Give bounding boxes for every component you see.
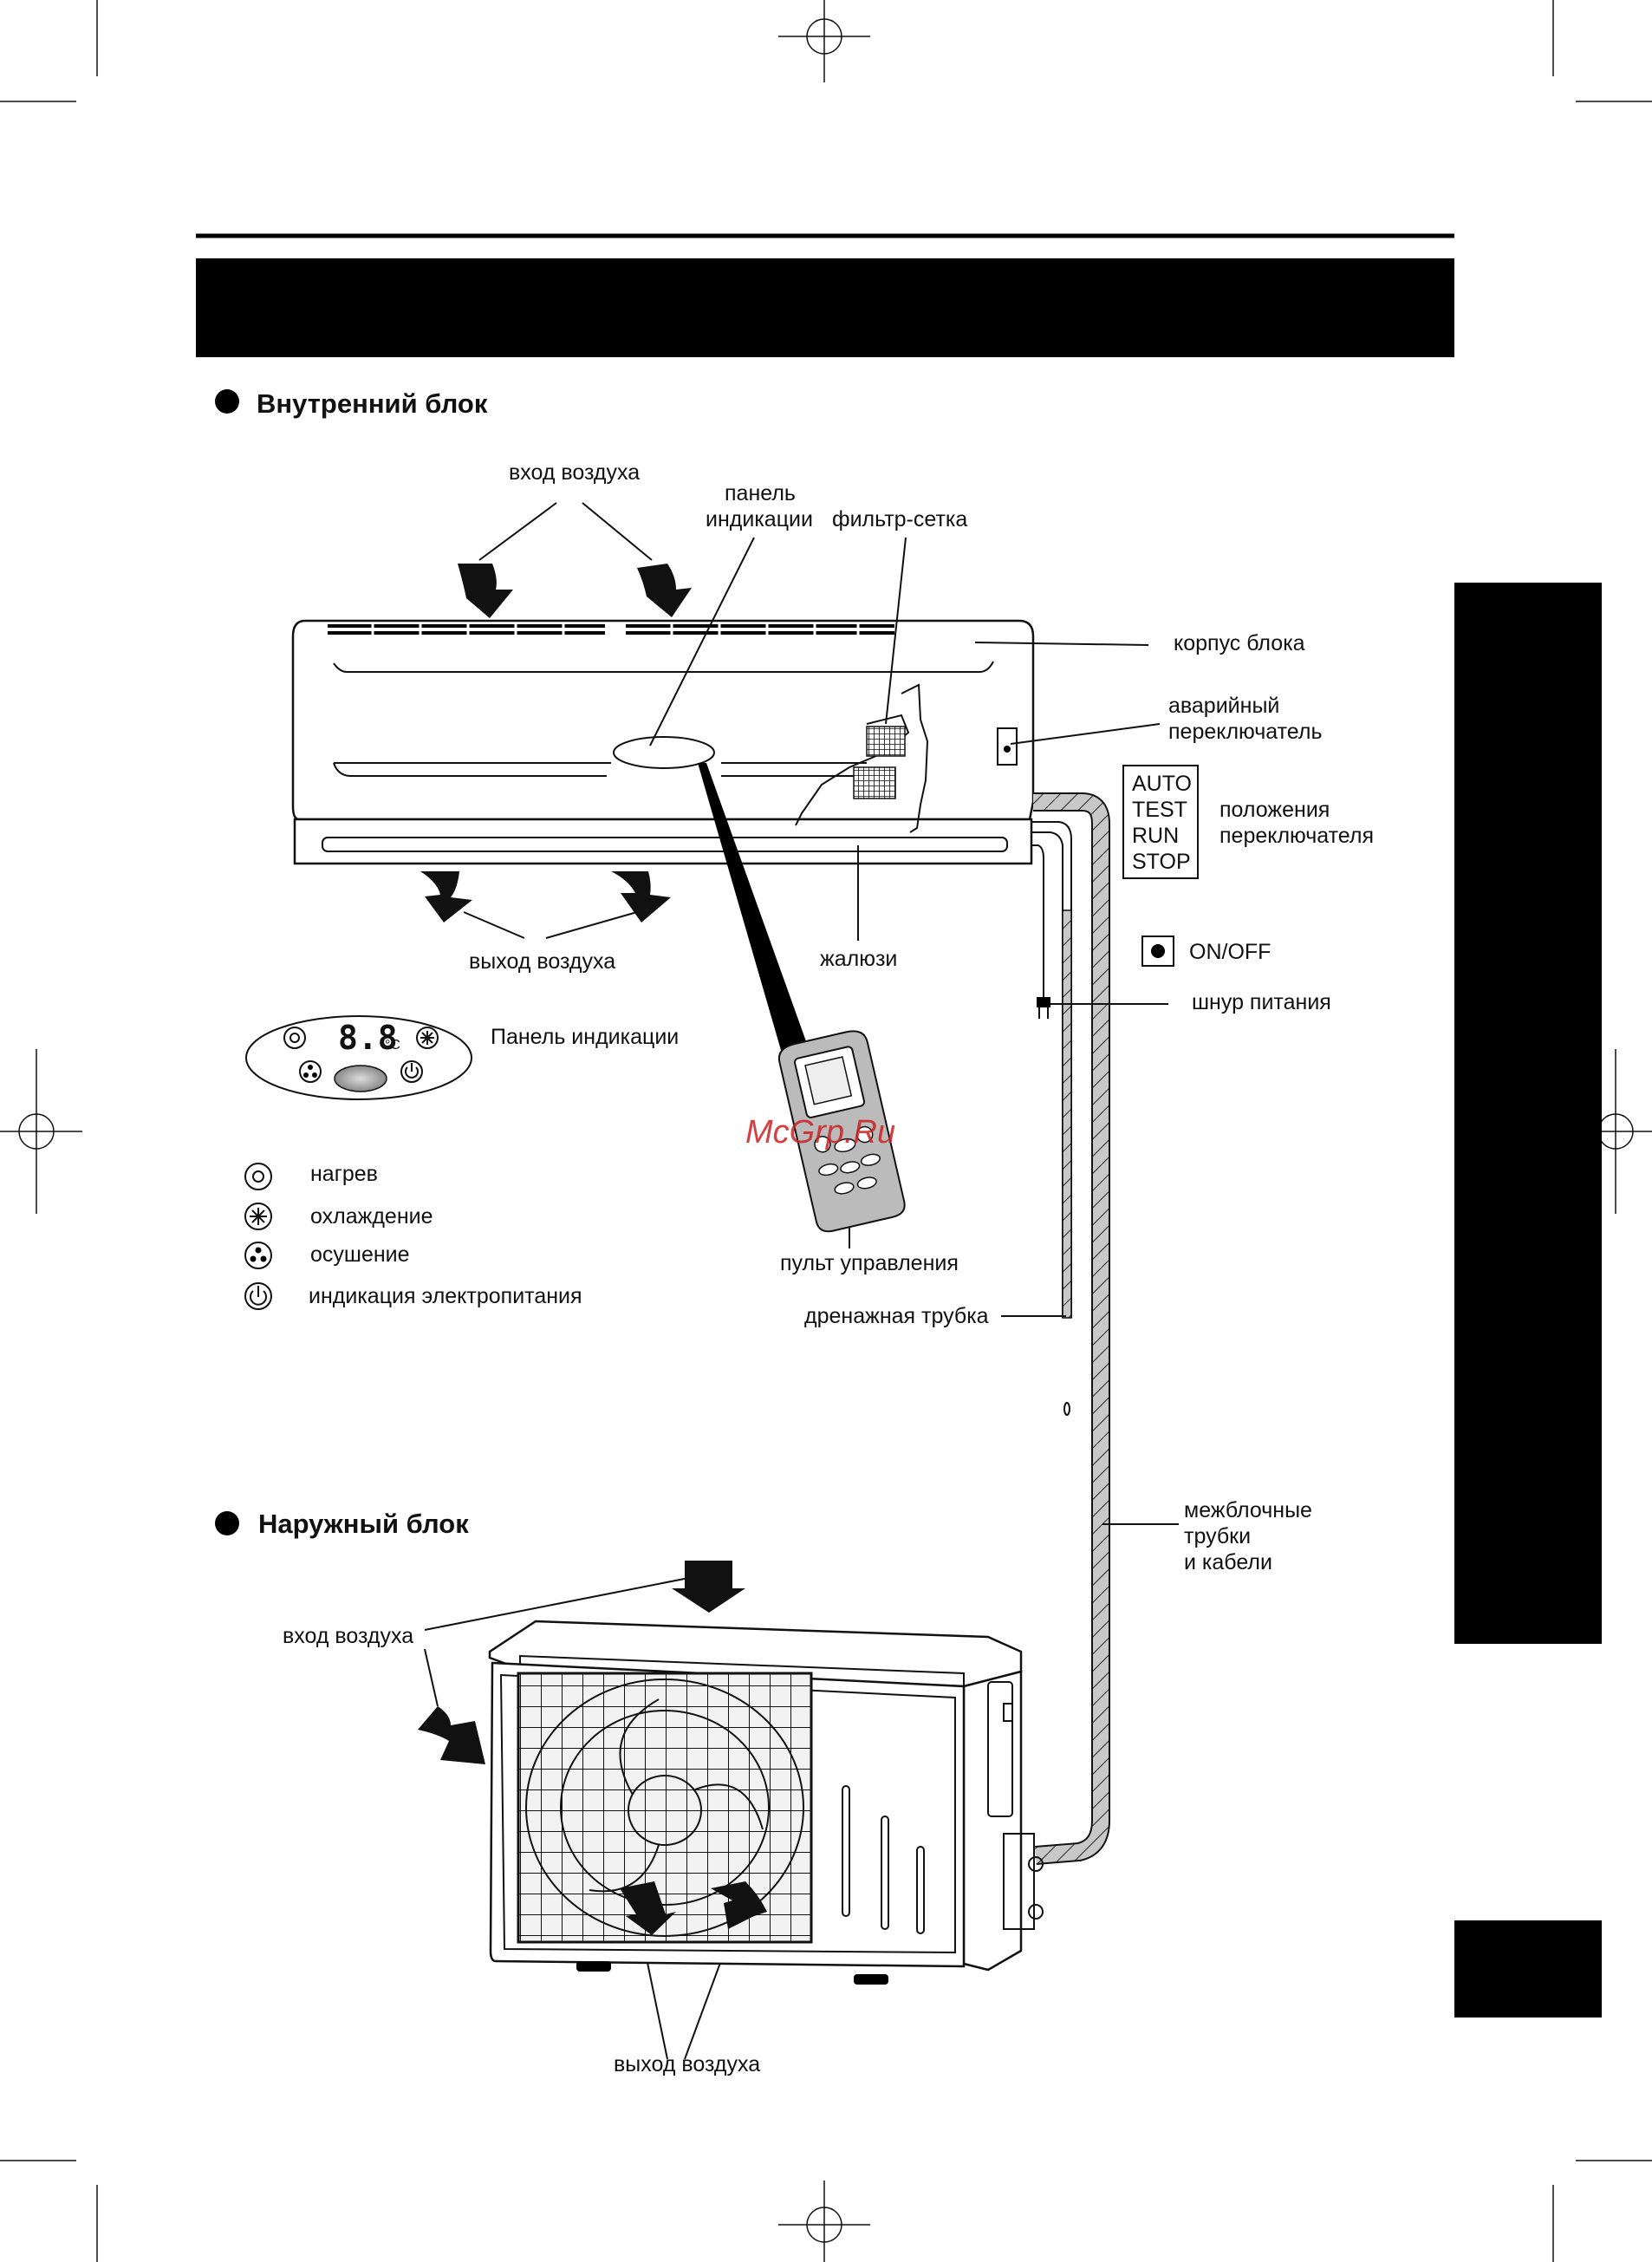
legend-power-label: индикация электропитания <box>309 1284 582 1308</box>
legend-power-icon <box>244 1282 272 1310</box>
legend-cool-icon <box>244 1203 272 1230</box>
crosshair-top <box>778 0 870 82</box>
label-air-in: вход воздуха <box>509 460 640 485</box>
label-switch-pos-line2: переключателя <box>1219 824 1374 848</box>
legend-heat-label: нагрев <box>310 1162 378 1186</box>
crosshair-bottom <box>778 2181 870 2262</box>
remote-beam <box>698 763 810 1062</box>
indoor-air-in-arrows <box>458 502 692 618</box>
switch-mode-stop: STOP <box>1132 850 1191 874</box>
label-emergency-line1: аварийный <box>1168 694 1279 718</box>
label-power-cord: шнур питания <box>1192 990 1331 1014</box>
power-icon <box>400 1060 423 1083</box>
outdoor-title: Наружный блок <box>258 1509 469 1539</box>
dry-icon <box>299 1060 322 1083</box>
outdoor-label-air-out: выход воздуха <box>614 2052 760 2076</box>
top-vents <box>328 623 894 636</box>
fan-grille <box>517 1672 813 1944</box>
label-pipes-line1: межблочные <box>1184 1498 1312 1522</box>
switch-mode-run: RUN <box>1132 824 1179 848</box>
legend-cool-label: охлаждение <box>310 1204 433 1229</box>
switch-mode-test: TEST <box>1132 798 1187 822</box>
side-tab-lower <box>1454 1920 1602 2018</box>
label-switch-pos-line1: положения <box>1219 798 1330 822</box>
label-remote: пульт управления <box>780 1251 959 1275</box>
outdoor-label-air-in: вход воздуха <box>283 1624 413 1648</box>
side-tab-upper <box>1454 583 1602 1644</box>
on-off-label: ON/OFF <box>1189 940 1271 964</box>
leader-lines <box>424 537 1179 2060</box>
remote-control <box>777 1030 906 1233</box>
filter-mesh-lower <box>853 766 896 799</box>
legend-dry-icon <box>244 1242 272 1269</box>
outdoor-unit <box>488 1620 1044 1985</box>
crosshair-left <box>0 1049 82 1214</box>
bullet-outdoor <box>215 1511 239 1535</box>
label-air-out: выход воздуха <box>469 949 615 974</box>
display-oval <box>613 736 715 769</box>
legend-heat-icon <box>244 1163 272 1190</box>
on-off-button-icon <box>1141 935 1174 967</box>
label-louver: жалюзи <box>820 947 897 971</box>
bullet-indoor <box>215 389 239 414</box>
power-plug <box>1037 997 1050 1007</box>
indoor-air-out-arrows <box>420 871 671 939</box>
header-black-bar <box>196 258 1454 357</box>
label-pipes-line2: трубки <box>1184 1524 1251 1548</box>
cool-icon <box>416 1027 439 1049</box>
switch-mode-auto: AUTO <box>1132 772 1192 796</box>
indoor-piping <box>1031 792 1110 1865</box>
display-panel-title: Панель индикации <box>491 1025 679 1049</box>
emergency-switch <box>997 727 1018 766</box>
mode-legend: нагрев охлаждение осушение индикация эле… <box>244 1162 582 1310</box>
receiver-window <box>334 1065 387 1092</box>
watermark: McGrp.Ru <box>745 1114 895 1151</box>
label-case: корпус блока <box>1174 631 1305 655</box>
display-digits: 8.8 <box>338 1019 398 1057</box>
filter-mesh-upper <box>866 726 906 757</box>
legend-dry-label: осушение <box>310 1242 410 1267</box>
heat-icon <box>283 1027 306 1049</box>
switch-positions-box <box>1122 765 1199 879</box>
indoor-title: Внутренний блок <box>257 388 488 419</box>
label-panel-line1: панель <box>725 481 796 505</box>
indoor-unit <box>291 619 1035 865</box>
outdoor-arrows <box>418 1561 767 1935</box>
display-panel: 8.8 °C <box>245 1015 472 1100</box>
label-filter: фильтр-сетка <box>832 507 967 531</box>
label-panel-line2: индикации <box>706 507 813 531</box>
label-emergency-line2: переключатель <box>1168 720 1323 744</box>
label-drain: дренажная трубка <box>804 1304 989 1328</box>
label-pipes-line3: и кабели <box>1184 1550 1272 1574</box>
display-unit: °C <box>385 1038 400 1053</box>
